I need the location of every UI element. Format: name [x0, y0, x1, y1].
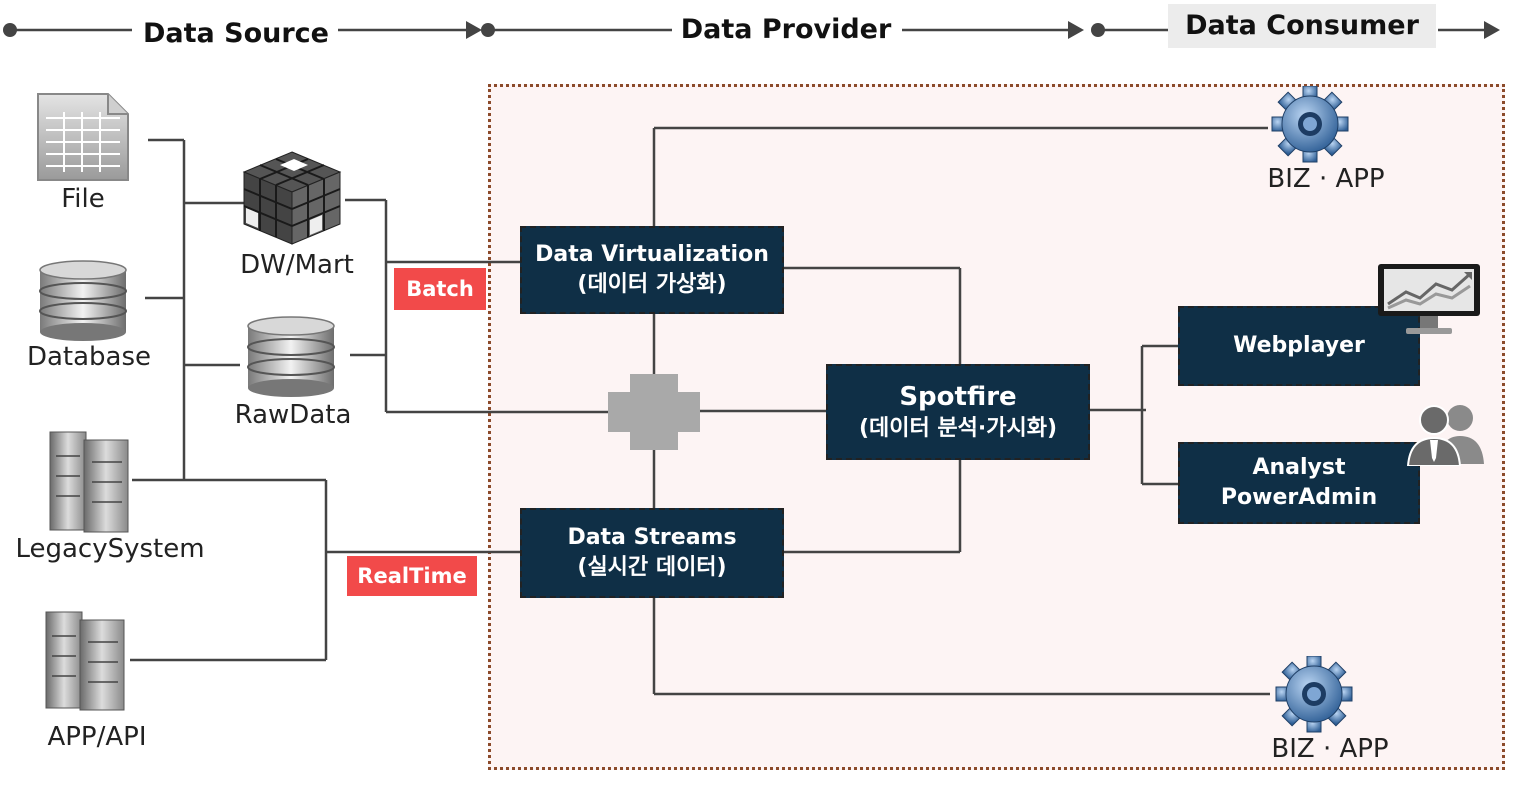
- server-icon: [45, 611, 125, 711]
- poweradmin-title: PowerAdmin: [1220, 485, 1378, 510]
- header-data-provider: Data Provider: [680, 14, 892, 45]
- database-label: Database: [26, 342, 152, 372]
- header-data-consumer: Data Consumer: [1168, 4, 1436, 48]
- webplayer-node: Webplayer: [1178, 306, 1420, 386]
- data-virtualization-title: Data Virtualization: [535, 242, 769, 267]
- app-api-label: APP/API: [47, 722, 147, 752]
- analyst-poweradmin-node: Analyst PowerAdmin: [1178, 442, 1420, 524]
- gear-icon: [1275, 656, 1353, 733]
- data-virtualization-node: Data Virtualization (데이터 가상화): [520, 226, 784, 314]
- cross-hub-icon: [608, 374, 700, 450]
- server-icon: [49, 431, 129, 533]
- legacy-system-label: LegacySystem: [15, 534, 205, 564]
- monitor-chart-icon: [1378, 264, 1480, 334]
- data-streams-node: Data Streams (실시간 데이터): [520, 508, 784, 598]
- header-data-source: Data Source: [142, 18, 329, 49]
- gear-icon: [1271, 86, 1349, 163]
- analyst-title: Analyst: [1252, 455, 1346, 480]
- data-streams-subtitle: (실시간 데이터): [577, 555, 727, 580]
- realtime-tag: RealTime: [347, 556, 477, 596]
- spotfire-node: Spotfire (데이터 분석·가시화): [826, 364, 1090, 460]
- data-virtualization-subtitle: (데이터 가상화): [577, 272, 727, 297]
- data-streams-title: Data Streams: [567, 525, 737, 550]
- spotfire-title: Spotfire: [899, 382, 1017, 412]
- batch-tag: Batch: [394, 268, 486, 310]
- spotfire-subtitle: (데이터 분석·가시화): [858, 416, 1058, 441]
- biz-app-top-label: BIZ · APP: [1267, 164, 1385, 194]
- biz-app-bottom-label: BIZ · APP: [1271, 734, 1389, 764]
- dw-mart-label: DW/Mart: [240, 250, 354, 280]
- rubiks-cube-icon: [242, 151, 342, 245]
- raw-data-label: RawData: [234, 400, 352, 430]
- spreadsheet-file-icon: [37, 93, 129, 181]
- users-icon: [1406, 405, 1484, 466]
- database-icon: [247, 316, 335, 397]
- database-icon: [39, 260, 127, 341]
- webplayer-title: Webplayer: [1233, 333, 1365, 358]
- file-label: File: [61, 184, 105, 214]
